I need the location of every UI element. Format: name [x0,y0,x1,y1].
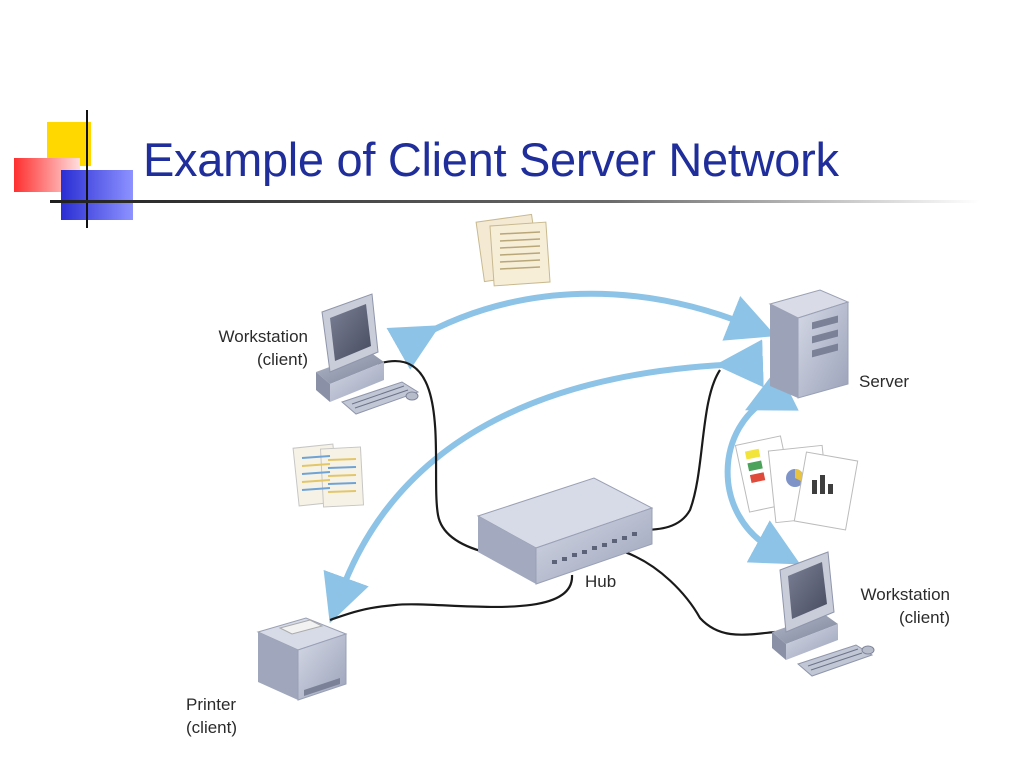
workstation-top-label: Workstation (client) [190,325,308,371]
cable-hub-printer [329,574,574,622]
printer-label-line1: Printer [186,695,237,714]
arrow-workstation-server [386,290,776,370]
workstation-bottom-label: Workstation (client) [832,583,950,629]
hub-label: Hub [585,570,645,593]
cable-hub-workstation-bottom [611,546,776,636]
slide-title: Example of Client Server Network [143,133,839,186]
document-stack-left-icon [292,443,365,508]
title-underline-rule [50,200,980,203]
cable-server-hub [639,369,721,532]
hub-label-line1: Hub [585,572,617,591]
printer-icon [256,617,348,701]
server-label: Server [859,370,939,393]
workstation-top-label-line1: Workstation [218,327,308,346]
document-stack-top-icon [475,213,551,287]
document-stack-right-icon [734,435,859,531]
server-label-line1: Server [859,372,910,391]
printer-label: Printer (client) [186,693,266,739]
data-flow-arrows [323,290,801,624]
server-icon [768,289,850,399]
hub-icon [476,477,654,585]
workstation-top-icon [316,293,420,415]
title-accent-decoration [14,110,980,228]
accent-blue-square [61,170,133,220]
workstation-bottom-label-line1: Workstation [860,585,950,604]
arrow-server-printer [323,339,764,624]
workstation-top-label-line2: (client) [256,350,308,369]
arrow-server-workstation-bottom [724,367,801,565]
workstation-bottom-label-line2: (client) [898,608,950,627]
printer-label-line2: (client) [186,718,238,737]
workstation-bottom-icon [772,551,875,677]
